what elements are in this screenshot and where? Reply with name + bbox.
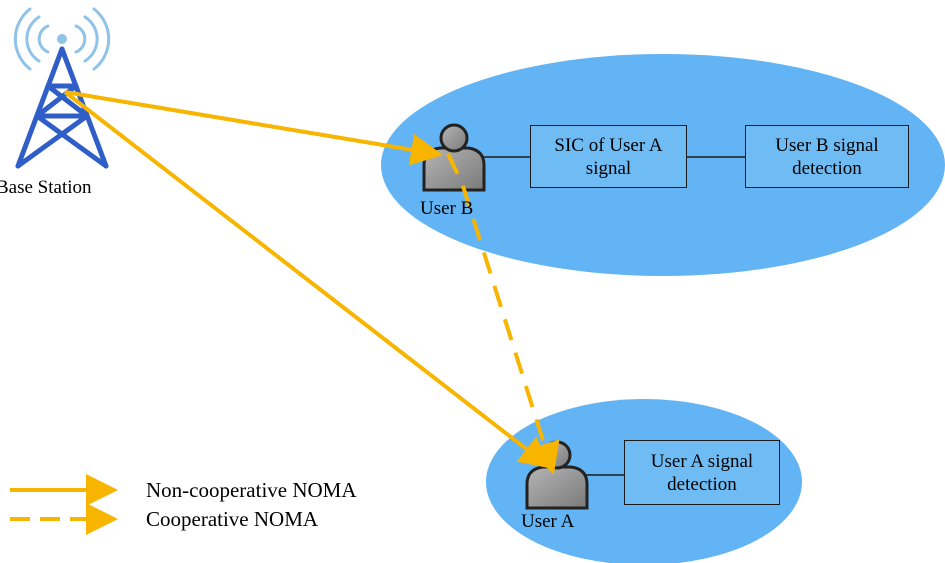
antenna-tower-icon [13, 7, 111, 169]
bs-to-user-a-arrow [63, 90, 552, 469]
user-a-detection-block: User A signal detection [624, 440, 780, 505]
legend-non-cooperative-label: Non-cooperative NOMA [146, 478, 357, 502]
user-b-to-user-a-arrow [446, 153, 560, 475]
user-b-label: User B [420, 198, 474, 219]
user-b-detection-block: User B signal detection [745, 125, 909, 188]
user-a-label: User A [521, 511, 575, 532]
bs-to-user-b-arrow [64, 90, 443, 166]
sic-block: SIC of User A signal [530, 125, 687, 188]
legend-cooperative-label: Cooperative NOMA [146, 507, 319, 531]
base-station-label: Base Station [0, 177, 92, 198]
